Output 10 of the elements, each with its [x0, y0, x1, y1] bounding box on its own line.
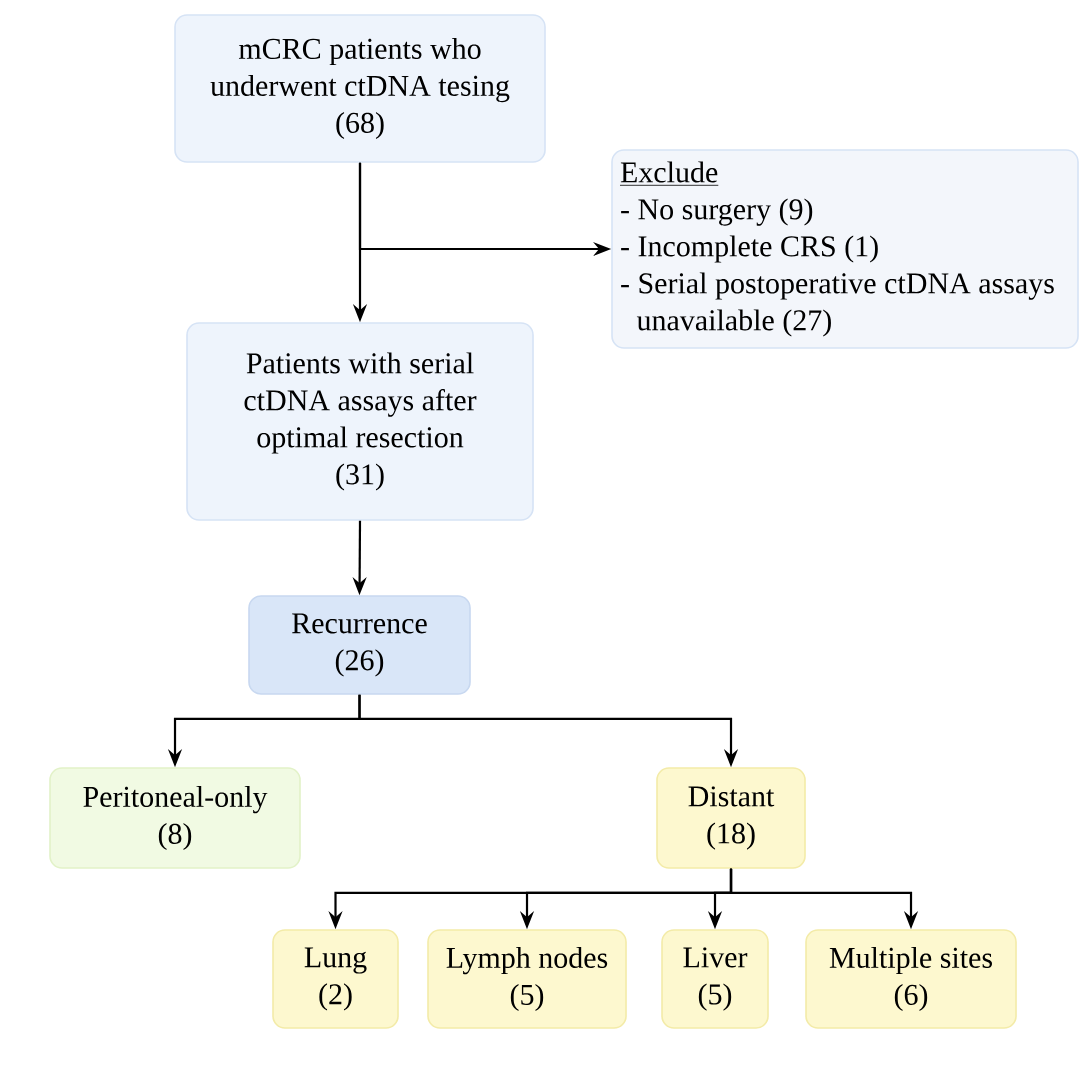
site-box: Liver (5): [661, 929, 769, 1029]
outcome-box: Distant (18): [656, 767, 806, 869]
site-box: Lung (2): [272, 929, 399, 1029]
site-box: Lymph nodes (5): [427, 929, 627, 1029]
outcome-box: Peritoneal-only (8): [49, 767, 301, 869]
process-box: Recurrence (26): [248, 595, 471, 695]
process-box: Patients with serial ctDNA assays after optimal resection (31): [186, 322, 534, 521]
start-box: mCRC patients who underwent ctDNA tesing (68): [174, 14, 546, 163]
exclusion-box: Exclude - No surgery (9) - Incomplete CRS (1) - Serial postoperative ctDNA assays unavailable (27): [611, 149, 1079, 349]
site-box: Multiple sites (6): [805, 929, 1017, 1029]
